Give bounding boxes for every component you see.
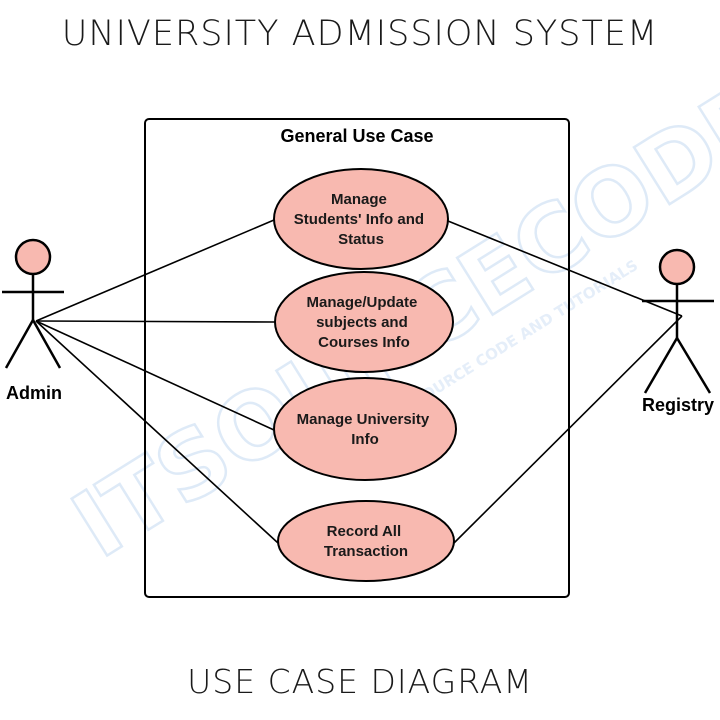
diagram-caption: USE CASE DIAGRAM — [187, 662, 533, 701]
actor-label-registry: Registry — [642, 395, 714, 415]
associations — [35, 219, 683, 544]
association-line-admin-uc2 — [35, 320, 276, 323]
use-case-line: Manage/Update — [306, 294, 417, 311]
use-case-line: Students' Info and — [294, 211, 424, 228]
use-case-ellipse — [273, 168, 449, 270]
actor-label-admin: Admin — [6, 383, 62, 403]
association-line-admin-uc3 — [35, 320, 275, 431]
actor-head — [658, 248, 696, 286]
use-case-line: Courses Info — [318, 334, 410, 351]
actor-registry: Registry — [642, 248, 714, 415]
use-case-line: Transaction — [324, 543, 408, 560]
association-line-admin-uc4 — [35, 320, 279, 544]
actor-head — [14, 238, 52, 276]
svg-text:Manage/Update subjects: Manage/Update subjects and Courses Info — [306, 294, 421, 351]
page-title: UNIVERSITY ADMISSION SYSTEM — [61, 14, 659, 54]
system-boundary-box — [144, 118, 570, 598]
use-case-ellipse — [277, 500, 455, 582]
use-case-ellipse — [274, 271, 454, 373]
use-case-line: Manage University — [297, 411, 430, 428]
use-case-manage-university: Manage University Info — [273, 377, 457, 481]
use-case-manage-subjects: Manage/Update subjects and Courses Info — [274, 271, 454, 373]
actor-admin: Admin — [2, 238, 64, 403]
use-case-line: Manage — [331, 191, 387, 208]
actor-right-leg — [675, 337, 712, 394]
svg-text:Record All Transaction: Record All Transaction — [324, 523, 408, 560]
actor-left-leg — [643, 337, 679, 394]
use-case-line: Record All — [327, 523, 401, 540]
association-line-admin-uc1 — [35, 219, 275, 322]
use-case-record-transaction: Record All Transaction — [277, 500, 455, 582]
system-boundary-title: General Use Case — [280, 126, 433, 146]
actor-left-leg — [4, 319, 35, 369]
association-line-registry-uc4 — [453, 315, 683, 544]
svg-text:Manage University Info: Manage University Info — [297, 411, 434, 448]
use-case-line: Status — [338, 231, 384, 248]
use-case-ellipse — [273, 377, 457, 481]
use-cases: Manage Students' Info and Status Manage/… — [273, 168, 457, 582]
svg-text:Manage Students' Info: Manage Students' Info and Status — [294, 191, 428, 248]
use-case-line: subjects and — [316, 314, 408, 331]
actor-right-leg — [31, 319, 62, 369]
use-case-manage-students: Manage Students' Info and Status — [273, 168, 449, 270]
use-case-line: Info — [351, 431, 379, 448]
